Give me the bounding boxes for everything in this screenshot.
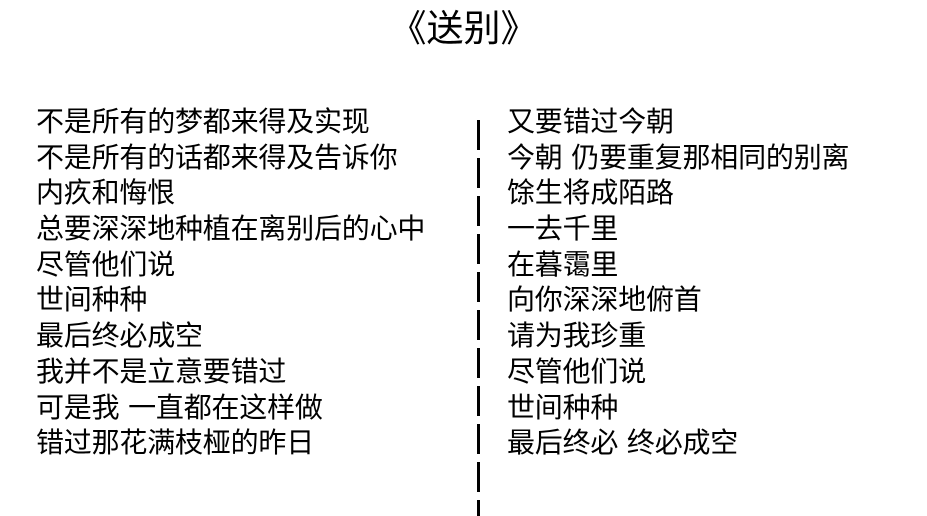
poem-line: 请为我珍重: [507, 319, 647, 353]
poem-line: 今朝 仍要重复那相同的别离: [507, 140, 850, 174]
page-title: 《送别》: [389, 7, 538, 50]
poem-line: 向你深深地俯首: [507, 283, 702, 317]
poem-line: 在暮霭里: [507, 247, 619, 281]
poem-line: 尽管他们说: [507, 354, 647, 388]
poem-line: 我并不是立意要错过: [36, 354, 287, 388]
poem-line: 最后终必 终必成空: [507, 426, 739, 460]
poem-line: 世间种种: [36, 283, 148, 317]
poem-line: 错过那花满枝桠的昨日: [36, 426, 315, 460]
column-divider: [477, 120, 480, 516]
poem-line: 不是所有的梦都来得及实现: [36, 105, 370, 138]
poem-line: 总要深深地种植在离别后的心中: [36, 212, 426, 246]
poem-line: 馀生将成陌路: [507, 176, 674, 210]
poem-body: 不是所有的梦都来得及实现 不是所有的话都来得及告诉你 内疚和悔恨 总要深深地种植…: [0, 104, 927, 516]
poem-column-right: 又要错过今朝 今朝 仍要重复那相同的别离 馀生将成陌路 一去千里 在暮霭里 向你…: [507, 104, 919, 461]
poem-line: 尽管他们说: [36, 247, 176, 281]
poem-line: 最后终必成空: [36, 319, 203, 353]
poem-column-left: 不是所有的梦都来得及实现 不是所有的话都来得及告诉你 内疚和悔恨 总要深深地种植…: [36, 104, 468, 461]
poem-line: 一去千里: [507, 212, 619, 246]
poem-line: 世间种种: [507, 390, 619, 424]
poem-line: 又要错过今朝: [507, 105, 674, 138]
poem-line: 可是我 一直都在这样做: [36, 390, 323, 424]
poem-line: 不是所有的话都来得及告诉你: [36, 140, 398, 174]
poem-line: 内疚和悔恨: [36, 176, 176, 210]
